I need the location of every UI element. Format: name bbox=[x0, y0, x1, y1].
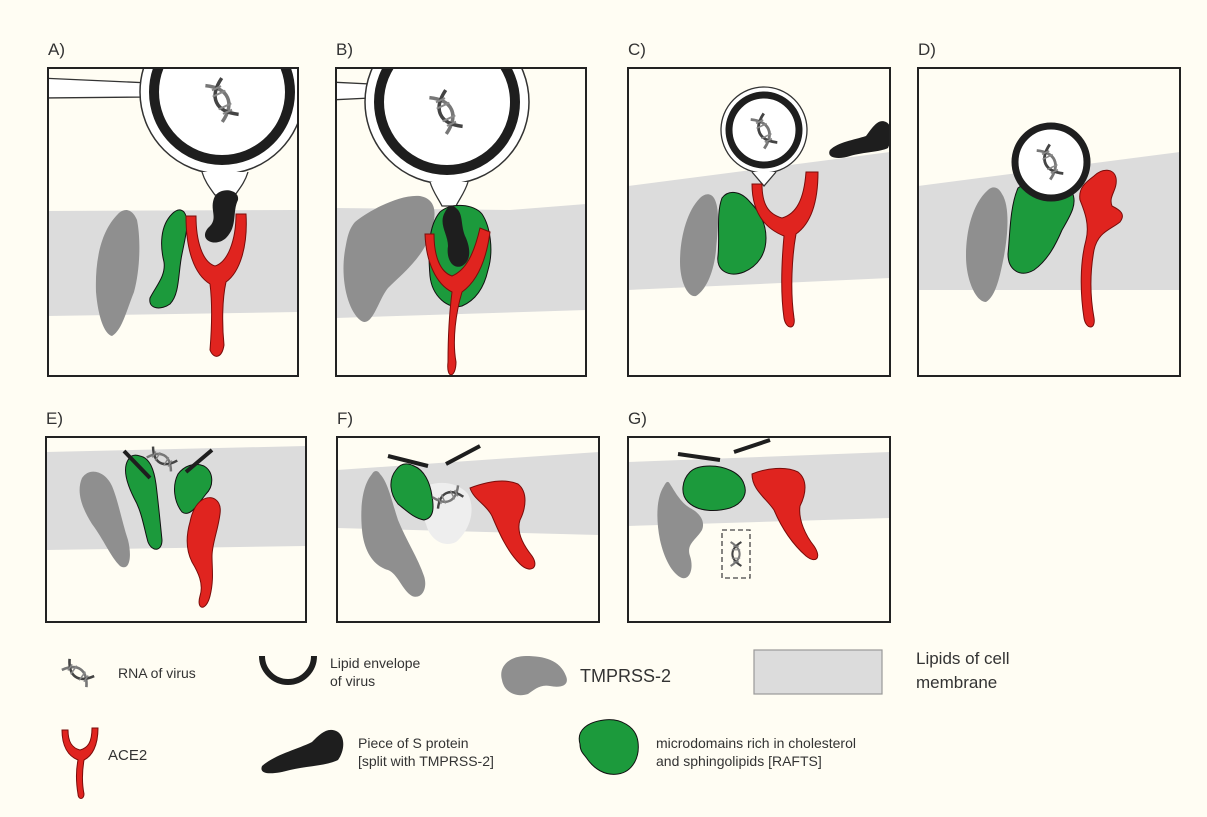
s-protein-piece bbox=[829, 121, 891, 158]
panel-d-label: D) bbox=[918, 40, 936, 59]
legend-spiece-label-2: [split with TMPRSS-2] bbox=[358, 753, 494, 769]
legend-tmprss2: TMPRSS-2 bbox=[501, 656, 671, 695]
panel-e-label: E) bbox=[46, 409, 63, 428]
envelope-arc-icon bbox=[262, 656, 314, 682]
panel-e: E) bbox=[46, 409, 306, 622]
legend-ace2: ACE2 bbox=[62, 728, 147, 799]
panel-f-label: F) bbox=[337, 409, 353, 428]
legend-rafts: microdomains rich in cholesterol and sph… bbox=[579, 720, 856, 775]
panel-c-label: C) bbox=[628, 40, 646, 59]
panel-g-label: G) bbox=[628, 409, 647, 428]
virus-stalk bbox=[430, 182, 468, 206]
panel-a-label: A) bbox=[48, 40, 65, 59]
legend-envelope: Lipid envelope of virus bbox=[262, 655, 421, 689]
legend-envelope-label-1: Lipid envelope bbox=[330, 655, 421, 671]
legend-tmprss2-label: TMPRSS-2 bbox=[580, 666, 671, 686]
endosome-outline bbox=[722, 530, 750, 578]
legend-rna-label: RNA of virus bbox=[118, 665, 196, 681]
legend: RNA of virus Lipid envelope of virus TMP… bbox=[62, 649, 1010, 799]
panel-b: B) bbox=[330, 20, 586, 376]
membrane-swatch-icon bbox=[754, 650, 882, 694]
legend-envelope-label-2: of virus bbox=[330, 673, 375, 689]
legend-membrane: Lipids of cell membrane bbox=[754, 649, 1010, 694]
legend-ace2-label: ACE2 bbox=[108, 747, 147, 764]
legend-membrane-label-1: Lipids of cell bbox=[916, 649, 1010, 668]
lipid-envelope bbox=[1015, 126, 1087, 198]
panel-d: D) bbox=[918, 40, 1180, 376]
legend-spiece-label-1: Piece of S protein bbox=[358, 735, 469, 751]
envelope-fragment bbox=[678, 454, 720, 460]
tmprss2-icon bbox=[501, 656, 567, 695]
raft-icon bbox=[579, 720, 638, 775]
legend-membrane-label-2: membrane bbox=[916, 673, 997, 692]
envelope-fragment bbox=[734, 440, 770, 452]
legend-rafts-label-2: and sphingolipids [RAFTS] bbox=[656, 753, 822, 769]
panel-a: A) bbox=[40, 10, 304, 376]
envelope-protrusion bbox=[40, 78, 150, 98]
legend-rafts-label-1: microdomains rich in cholesterol bbox=[656, 735, 856, 751]
panel-c: C) bbox=[628, 40, 892, 376]
rna-icon bbox=[62, 659, 94, 687]
rna-icon bbox=[731, 542, 742, 566]
ace2-icon bbox=[62, 728, 98, 799]
legend-spiece: Piece of S protein [split with TMPRSS-2] bbox=[261, 730, 493, 773]
panel-b-label: B) bbox=[336, 40, 353, 59]
panel-g: G) bbox=[628, 409, 890, 622]
lipid-envelope bbox=[729, 95, 799, 165]
legend-rna: RNA of virus bbox=[62, 659, 196, 687]
panel-f: F) bbox=[337, 409, 599, 622]
ace2-shape bbox=[187, 498, 220, 608]
s-protein-icon bbox=[261, 730, 343, 773]
